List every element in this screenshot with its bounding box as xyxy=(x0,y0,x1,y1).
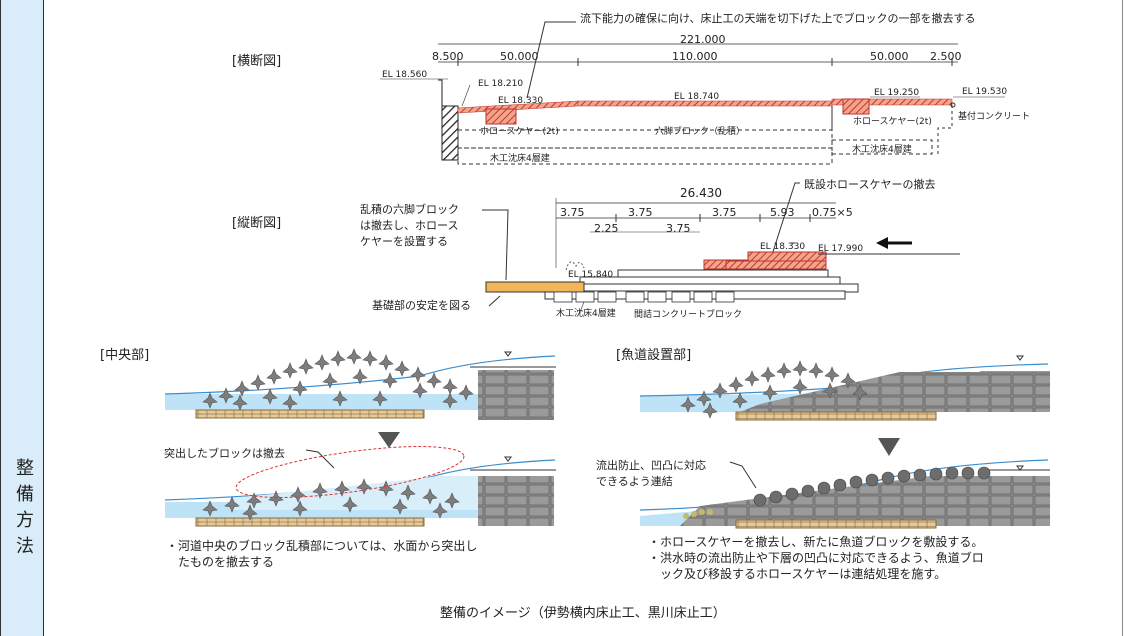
fishway-bullet-3: ック及び移設するホロースケヤーは連結処理を施す。 xyxy=(660,567,947,581)
center-callout: 突出したブロックは撤去 xyxy=(164,447,285,460)
ls-dim-1: 3.75 xyxy=(560,206,585,219)
cs-dim-1: 8.500 xyxy=(432,50,464,63)
center-panel-after xyxy=(164,446,556,527)
cs-dim-2: 50.000 xyxy=(500,50,539,63)
center-bullet-2: たものを撤去する xyxy=(178,555,275,569)
ls-callout-left-3: ケヤーを設置する xyxy=(360,235,448,248)
ls-dim-4: 5.93 xyxy=(770,206,795,219)
cross-section-callout: 流下能力の確保に向け、床止工の天端を切下げた上でブロックの一部を撤去する xyxy=(580,12,976,25)
caption: 整備のイメージ（伊勢横内床止工、黒川床止工） xyxy=(440,606,726,621)
cs-el-6: EL 19.530 xyxy=(962,87,1008,97)
cs-bed-right: 木工沈床4層建 xyxy=(852,145,912,155)
center-bullet-1: ・河道中央のブロック乱積部については、水面から突出し xyxy=(166,539,478,553)
cs-el-2: EL 18.210 xyxy=(478,79,524,89)
long-section xyxy=(482,182,960,313)
center-panel-before xyxy=(164,348,556,448)
cs-right-label: 基付コンクリート xyxy=(958,112,1031,122)
ls-callout-left-2: は撤去し、ホロース xyxy=(360,219,459,232)
ls-dim-6: 2.25 xyxy=(594,222,619,235)
fishway-label: [魚道設置部] xyxy=(616,348,692,363)
fishway-panel-after xyxy=(639,459,1050,529)
cs-hollow-left: ホロースケヤー(2t) xyxy=(480,127,559,137)
cs-el-3: EL 18.330 xyxy=(498,96,544,106)
cs-dim-total: 221.000 xyxy=(680,33,726,46)
cs-hollow-right: ホロースケヤー(2t) xyxy=(853,117,932,127)
cs-el-1: EL 18.560 xyxy=(382,70,428,80)
cs-dim-5: 2.500 xyxy=(930,50,962,63)
cross-section xyxy=(380,21,1005,165)
sidebar-label: 整備方法 xyxy=(13,458,34,562)
long-section-label: [縦断図] xyxy=(232,216,282,231)
frame-right-border xyxy=(1122,0,1123,636)
fishway-callout-1: 流出防止、凹凸に対応 xyxy=(596,459,706,472)
ls-el-3: EL 15.840 xyxy=(568,270,614,280)
ls-dim-total: 26.430 xyxy=(680,186,722,200)
ls-block-label: 間詰コンクリートブロック xyxy=(634,310,743,320)
ls-dim-3: 3.75 xyxy=(712,206,737,219)
ls-el-2: EL 17.990 xyxy=(818,244,864,254)
cs-el-4: EL 18.740 xyxy=(674,92,720,102)
ls-el-1: EL 18.330 xyxy=(760,242,806,252)
cs-dim-4: 50.000 xyxy=(870,50,909,63)
ls-bed-label: 木工沈床4層建 xyxy=(556,309,616,319)
center-label: [中央部] xyxy=(100,348,150,363)
cs-el-5: EL 19.250 xyxy=(874,88,920,98)
sidebar: 整備方法 xyxy=(0,0,44,636)
ls-callout-top: 既設ホロースケヤーの撤去 xyxy=(804,178,936,191)
fishway-panel-before xyxy=(639,355,1050,456)
ls-dim-2: 3.75 xyxy=(628,206,653,219)
ls-dim-5: 0.75×5 xyxy=(812,206,853,219)
ls-dim-7: 3.75 xyxy=(666,222,691,235)
cs-bed-left: 木工沈床4層建 xyxy=(490,154,550,164)
fishway-bullet-1: ・ホロースケヤーを撤去し、新たに魚道ブロックを敷設する。 xyxy=(648,535,984,549)
cs-dim-3: 110.000 xyxy=(672,50,718,63)
ls-callout-bottom: 基礎部の安定を図る xyxy=(372,299,471,312)
fishway-bullet-2: ・洪水時の流出防止や下層の凹凸に対応できるよう、魚道ブロ xyxy=(648,551,984,565)
ls-callout-left-1: 乱積の六脚ブロック xyxy=(360,203,459,216)
cross-section-label: [横断図] xyxy=(232,54,282,69)
fishway-callout-2: できるよう連結 xyxy=(596,475,673,488)
cs-center-block: 六脚ブロック（乱積） xyxy=(655,127,746,137)
